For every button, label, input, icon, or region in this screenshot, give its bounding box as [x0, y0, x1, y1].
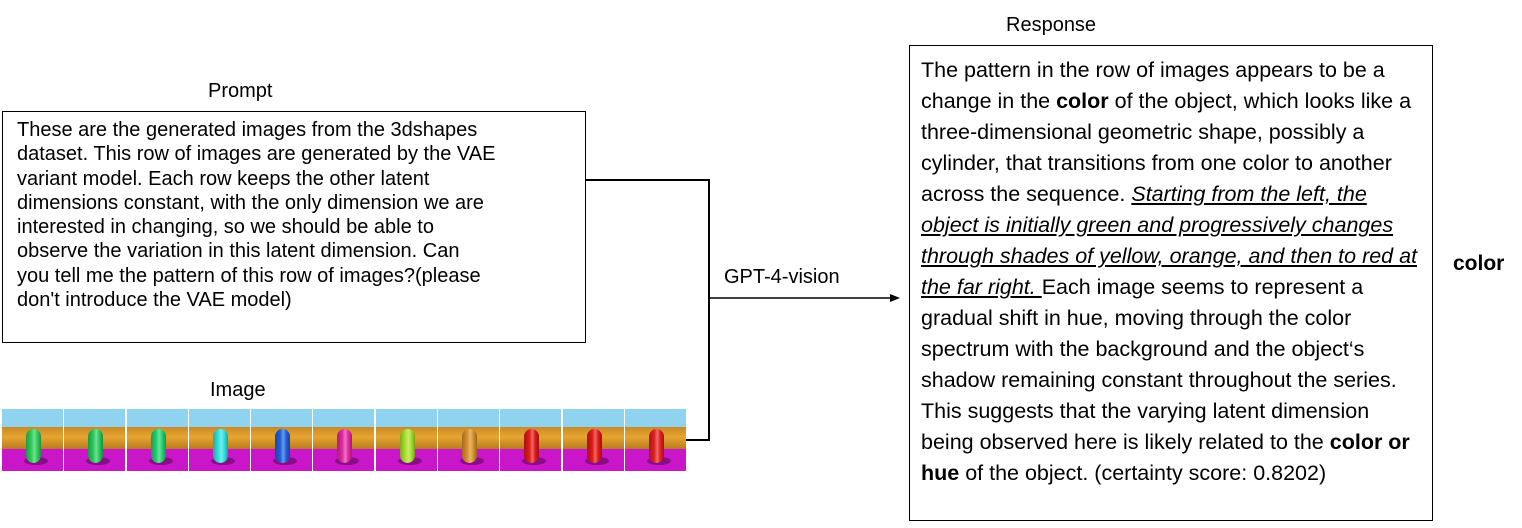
cylinder-object [524, 429, 540, 463]
response-italic-underlined: Starting from the left, the object is in… [921, 182, 1418, 299]
response-text: The pattern in the row of images appears… [921, 55, 1422, 489]
image-strip [2, 409, 687, 471]
cylinder-object [462, 429, 478, 463]
arrow-label: GPT-4-vision [724, 266, 840, 288]
result-label: color [1453, 252, 1505, 275]
response-title: Response [1006, 14, 1097, 36]
image-thumbnail [313, 409, 375, 471]
cylinder-object [88, 429, 104, 463]
thumbnail-sky [188, 409, 250, 427]
image-title: Image [210, 379, 266, 401]
cylinder-object [275, 429, 291, 463]
response-text-3: Each image seems to represent a gradual … [921, 275, 1397, 454]
image-thumbnail [188, 409, 250, 471]
image-thumbnail [2, 409, 63, 471]
thumbnail-sky [126, 409, 188, 427]
prompt-line: variant model. Each row keeps the other … [17, 167, 430, 190]
prompt-title: Prompt [208, 80, 273, 102]
cylinder-object [648, 429, 664, 463]
image-thumbnail [126, 409, 188, 471]
thumbnail-sky [64, 409, 126, 427]
thumbnail-sky [500, 409, 562, 427]
cylinder-object [586, 429, 602, 463]
response-text-2: of the object, which looks like a three-… [921, 89, 1412, 206]
image-thumbnail [500, 409, 562, 471]
cylinder-object [26, 429, 41, 463]
cylinder-object [150, 429, 166, 463]
image-thumbnail [251, 409, 313, 471]
prompt-connector [586, 179, 710, 441]
prompt-line: you tell me the pattern of this row of i… [17, 264, 481, 287]
thumbnail-sky [2, 409, 63, 427]
prompt-line: dimensions constant, with the only dimen… [17, 191, 484, 214]
image-thumbnail [562, 409, 624, 471]
thumbnail-sky [251, 409, 313, 427]
thumbnail-sky [562, 409, 624, 427]
prompt-line: interested in changing, so we should be … [17, 216, 434, 239]
thumbnail-sky [375, 409, 437, 427]
prompt-line: dataset. This row of images are generate… [17, 143, 496, 166]
cylinder-object [399, 429, 415, 463]
image-thumbnail [624, 409, 686, 471]
thumbnail-sky [624, 409, 686, 427]
prompt-line: These are the generated images from the … [17, 119, 478, 141]
response-text-4: of the object. (certainty score: 0.8202) [959, 461, 1327, 485]
prompt-line: observe the variation in this latent dim… [17, 240, 460, 263]
response-bold-hue: color or hue [921, 430, 1410, 485]
image-thumbnail [438, 409, 500, 471]
thumbnail-sky [313, 409, 375, 427]
image-thumbnail [64, 409, 126, 471]
cylinder-object [337, 429, 353, 463]
thumbnail-sky [438, 409, 500, 427]
image-thumbnail [375, 409, 437, 471]
prompt-line: don't introduce the VAE model) [17, 289, 292, 312]
response-bold-color: color [1056, 89, 1109, 113]
cylinder-object [212, 429, 228, 463]
arrow-head [890, 294, 900, 302]
response-text-1: The pattern in the row of images appears… [921, 58, 1385, 113]
prompt-box: These are the generated images from the … [2, 111, 586, 343]
response-box: The pattern in the row of images appears… [909, 45, 1433, 521]
